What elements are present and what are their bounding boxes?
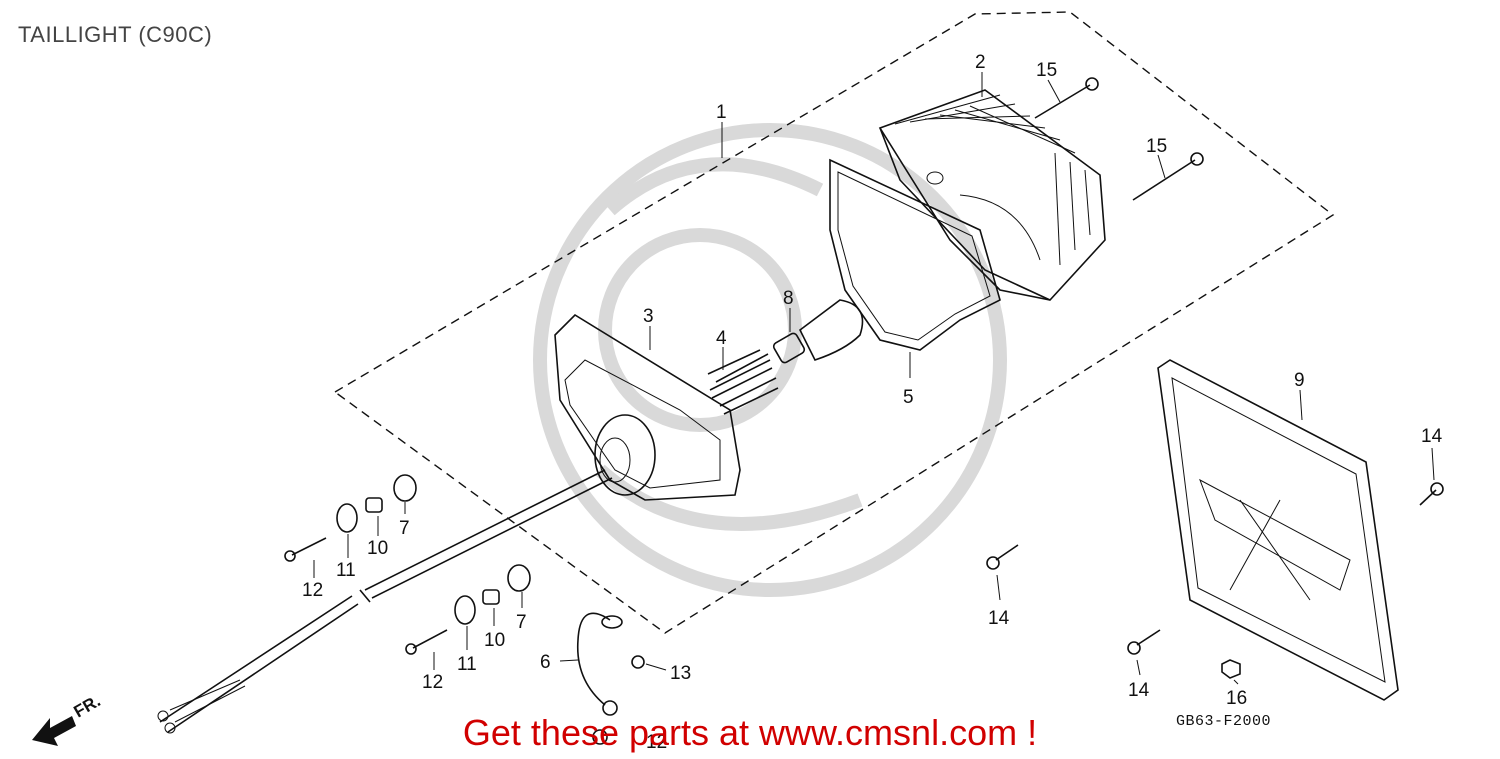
callout-13: 13 [670,663,691,684]
callout-7b: 7 [516,612,527,633]
lens-gasket [829,158,1001,351]
callout-8: 8 [783,288,794,309]
callouts: 1 2 15 15 3 4 8 5 9 14 7 10 11 12 7 10 1… [302,52,1443,753]
assembly-outline [333,11,1335,634]
spring [707,349,779,415]
callout-16: 16 [1226,688,1247,709]
callout-3: 3 [643,306,654,327]
lens [878,89,1106,301]
callout-2: 2 [975,52,986,73]
callout-12c: 12 [646,732,667,753]
page-title: TAILLIGHT (C90C) [18,22,213,47]
callout-1: 1 [716,102,727,123]
callout-14b: 14 [988,608,1010,629]
callout-15b: 15 [1146,136,1167,157]
bulb [772,299,864,364]
callout-9: 9 [1294,370,1305,391]
callout-14a: 14 [1421,426,1443,447]
callout-11a: 11 [336,560,356,581]
license-bracket [1157,359,1399,701]
leader-lines [313,72,1435,685]
callout-5: 5 [903,387,914,408]
callout-11b: 11 [457,654,477,675]
callout-10b: 10 [484,630,505,651]
callout-7a: 7 [399,518,410,539]
promo-link[interactable]: Get these parts at www.cmsnl.com ! [462,712,1038,753]
callout-15a: 15 [1036,60,1057,81]
callout-14c: 14 [1128,680,1150,701]
wire-harness [157,469,613,734]
ground-wire [576,612,623,716]
callout-4: 4 [716,328,727,349]
callout-12b: 12 [422,672,443,693]
figure-code: GB63-F2000 [1176,713,1272,730]
hardware [284,77,1444,745]
callout-10a: 10 [367,538,388,559]
base-housing [554,313,741,501]
callout-12a: 12 [302,580,323,601]
callout-6: 6 [540,652,551,673]
